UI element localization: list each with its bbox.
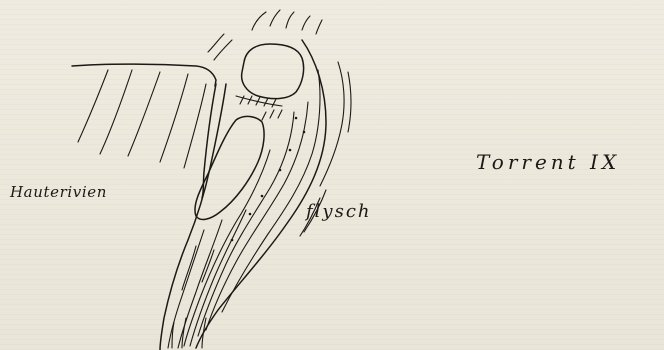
flysch-inner-dash — [182, 246, 196, 290]
crest-tick — [302, 16, 310, 30]
flysch-streak — [222, 70, 320, 312]
crest-tick — [270, 10, 280, 26]
torrent-label: Torrent IX — [476, 150, 620, 174]
flysch-dot — [249, 213, 252, 216]
flysch-dot — [289, 149, 292, 152]
flysch-left-boundary — [160, 84, 226, 350]
lower-block-ticks — [262, 110, 282, 120]
crest-tick — [252, 12, 266, 30]
hauterivien-top-outline — [72, 64, 216, 86]
upper-block-outline — [242, 44, 304, 99]
flysch-streak — [198, 112, 294, 336]
flysch-dot — [295, 117, 298, 120]
upper-block — [236, 44, 304, 107]
hatch-line — [184, 84, 206, 168]
lower-block — [195, 110, 282, 219]
crest-ticks — [208, 10, 322, 60]
hatch-line — [100, 70, 132, 154]
hauterivien-block — [72, 64, 216, 198]
flysch-band — [160, 40, 351, 350]
flysch-dot — [279, 169, 282, 172]
hauterivien-label: Hauterivien — [10, 183, 107, 201]
hatch-line — [78, 70, 108, 142]
hatch-line — [128, 72, 160, 156]
crest-tick — [316, 20, 322, 34]
flysch-outer-streak — [348, 72, 351, 132]
flysch-dot — [261, 195, 264, 198]
lower-block-outline — [195, 116, 264, 219]
flysch-label: flysch — [306, 201, 372, 222]
flysch-outer-streak — [320, 62, 344, 186]
flysch-dots — [231, 117, 306, 242]
flysch-dot — [303, 131, 306, 134]
crest-tick — [286, 12, 294, 28]
flysch-dot — [231, 239, 234, 242]
flysch-streak — [168, 230, 204, 348]
left-tick — [208, 34, 224, 52]
upper-block-ticks — [240, 96, 276, 107]
flysch-streak — [184, 150, 270, 346]
hatch-line — [160, 74, 188, 162]
